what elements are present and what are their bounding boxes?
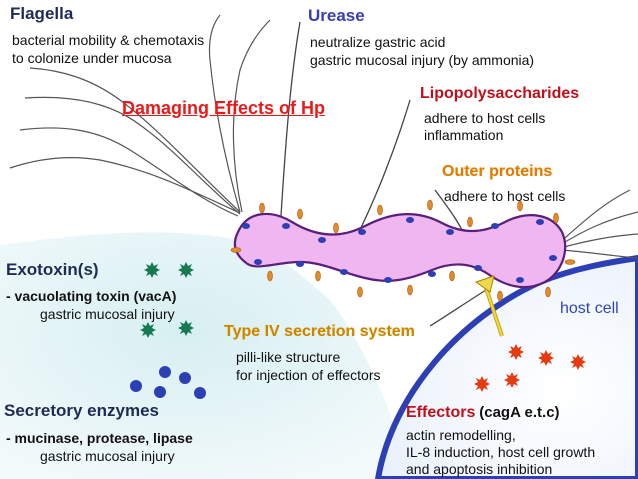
outer-proteins-line-1: adhere to host cells (444, 188, 566, 204)
exotoxin-effect: gastric mucosal injury (40, 306, 175, 322)
type4-line-2: for injection of effectors (236, 367, 381, 383)
outer-proteins (230, 199, 576, 302)
flagella-right (557, 189, 638, 259)
star-3 (140, 322, 156, 338)
flagella-line-2: to colonize under mucosa (12, 50, 172, 66)
urease-line-1: neutralize gastric acid (310, 34, 446, 50)
type4-needle (474, 275, 504, 337)
star-2 (178, 262, 194, 278)
exotoxin-stars (140, 262, 194, 338)
effectors-line-1: actin remodelling, (406, 427, 516, 443)
bacterium-body (233, 212, 567, 289)
urease-heading: Urease (308, 6, 365, 25)
effector-spots (474, 344, 586, 392)
mucus-region (0, 232, 410, 479)
type4-heading: Type IV secretion system (224, 323, 415, 340)
effectors-heading: Effectors (406, 404, 476, 421)
outer-proteins-heading: Outer proteins (442, 163, 553, 180)
membrane-dots (242, 217, 557, 283)
type4-line-1: pilli-like structure (236, 349, 341, 365)
star-4 (178, 320, 194, 336)
lps-line-1: adhere to host cells (424, 110, 546, 126)
secretory-effect: gastric mucosal injury (40, 448, 175, 464)
host-cell (374, 254, 638, 479)
effectors-heading-row: Effectors (cagA e.t.c) (406, 404, 560, 421)
lps-line-2: inflammation (424, 127, 504, 143)
flagella-line-1: bacterial mobility & chemotaxis (12, 32, 205, 48)
host-cell-label: host cell (560, 300, 619, 317)
enzyme-dots (130, 366, 206, 399)
urease-line-2: gastric mucosal injury (by ammonia) (310, 52, 535, 68)
effectors-suffix: (cagA e.t.c) (479, 404, 560, 421)
secretory-item: - mucinase, protease, lipase (6, 430, 193, 446)
lps-heading: Lipopolysaccharides (420, 85, 580, 102)
flagella-left (9, 14, 271, 217)
star-1 (144, 262, 160, 278)
effectors-line-3: and apoptosis inhibition (406, 461, 553, 477)
effectors-line-2: IL-8 induction, host cell growth (406, 444, 596, 460)
flagella-heading: Flagella (10, 4, 74, 23)
diagram-title: Damaging Effects of Hp (122, 98, 326, 118)
secretory-heading: Secretory enzymes (4, 401, 159, 420)
exotoxin-heading: Exotoxin(s) (6, 260, 99, 279)
exotoxin-item: - vacuolating toxin (vacA) (6, 288, 177, 304)
